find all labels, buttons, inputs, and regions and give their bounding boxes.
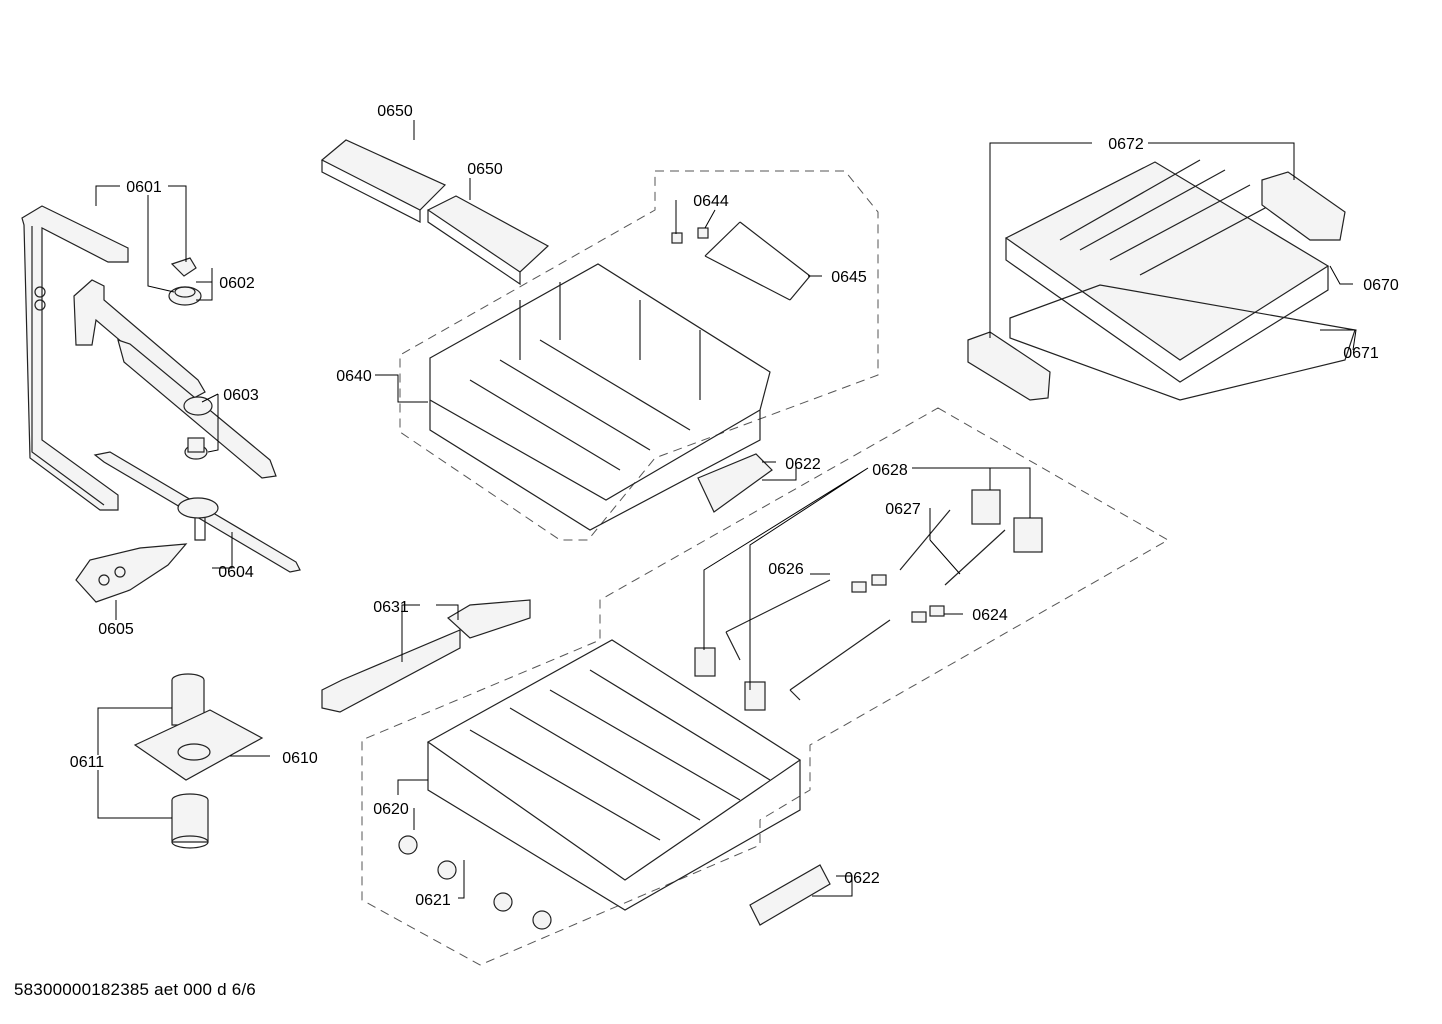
label-0601: 0601 [126, 179, 162, 196]
label-0672: 0672 [1108, 136, 1144, 153]
spray-arm-mount [73, 279, 206, 401]
label-0610: 0610 [282, 750, 318, 767]
label-0620: 0620 [373, 801, 409, 818]
upper-spray-arm [117, 339, 277, 479]
spray-arm-nut [184, 437, 208, 460]
drawer-rail [1009, 284, 1356, 401]
tine-holders [694, 489, 1043, 711]
handle-trim [749, 864, 831, 926]
label-0671: 0671 [1343, 345, 1379, 362]
label-0626: 0626 [768, 561, 804, 578]
label-0670: 0670 [1363, 277, 1399, 294]
label-0628: 0628 [872, 462, 908, 479]
plate-rack-tines [725, 509, 1006, 701]
label-0624: 0624 [972, 607, 1008, 624]
label-0622-lower: 0622 [844, 870, 880, 887]
lower-spray-arm [93, 451, 301, 573]
upper-basket-group-outline [399, 170, 879, 541]
lower-basket-group-outline [361, 407, 1170, 966]
lower-rack-inserts [321, 599, 531, 713]
label-0650-b: 0650 [467, 161, 503, 178]
label-0602: 0602 [219, 275, 255, 292]
label-0627: 0627 [885, 501, 921, 518]
label-0611: 0611 [70, 754, 105, 771]
basket-wheels [398, 835, 552, 930]
cup-rack-inserts [320, 139, 550, 286]
filter-assembly [133, 673, 264, 781]
water-supply-pipe [21, 205, 129, 511]
label-0645: 0645 [831, 269, 867, 286]
label-0640: 0640 [336, 368, 372, 385]
label-0605: 0605 [98, 621, 134, 638]
label-0621: 0621 [415, 892, 451, 909]
micro-filter-plate [75, 543, 188, 603]
upper-rack-accessory [671, 221, 811, 301]
leader-lines [95, 120, 1357, 899]
label-0603: 0603 [223, 387, 259, 404]
label-0622-upper: 0622 [785, 456, 821, 473]
lower-basket [426, 639, 802, 911]
cutlery-tray-holder [697, 453, 773, 513]
upper-basket [429, 263, 771, 531]
label-0604: 0604 [218, 564, 254, 581]
document-id-footer: 58300000182385 aet 000 d 6/6 [14, 980, 256, 999]
label-0650-a: 0650 [377, 103, 413, 120]
impeller-part [168, 257, 202, 306]
label-0631: 0631 [373, 599, 409, 616]
cylinder-filter [171, 793, 209, 849]
label-0644: 0644 [693, 193, 729, 210]
